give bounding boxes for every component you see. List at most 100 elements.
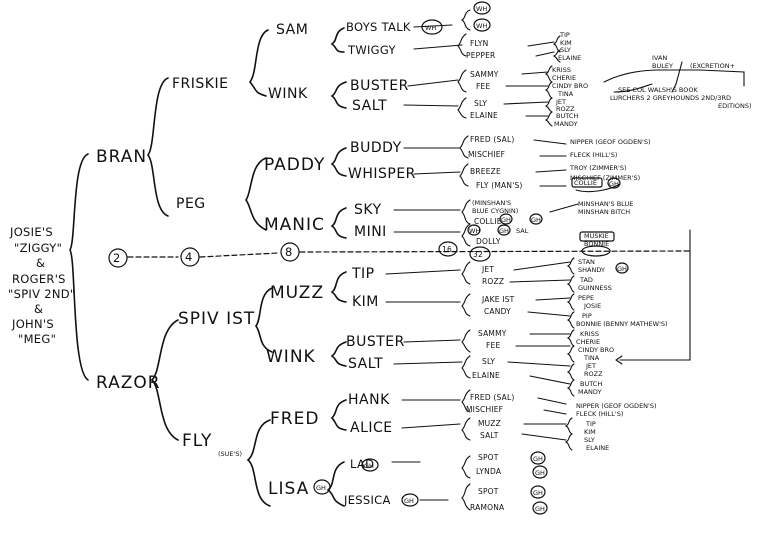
fly-owner-note: (SUE'S) [218,450,242,458]
dog-jessica: JESSICA [343,493,391,507]
dog-butch-lower: BUTCH [580,380,602,388]
dog-wink: WINK [268,86,308,102]
dog-mischief: MISCHIEF [468,150,505,159]
badge-collie: COLLIE [574,179,597,187]
dog-sky: SKY [354,202,382,218]
dog-elaine-lower-6: ELAINE [586,444,609,452]
note-see-col: SEE COL WALSH'S BOOK [618,86,698,94]
dog-salt-5: SALT [480,431,499,440]
generation-2: FRISKIE PEG SPIV IST FLY (SUE'S) [172,76,254,458]
dog-cherie-lower: CHERIE [576,338,600,346]
dog-manic: MANIC [264,215,325,235]
dog-jake-ist: JAKE IST [481,295,515,304]
dog-mischief-lower: MISCHIEF [466,405,503,414]
badge-wh-boys-talk: WH [425,24,436,32]
dog-fly-mans: FLY (MAN'S) [476,181,523,190]
dog-jet: JET [481,265,494,274]
dog-bran: BRAN [96,147,147,167]
dog-paddy: PADDY [264,155,325,175]
dog-rozz-6: ROZZ [556,105,575,113]
generation-3: SAM WINK PADDY MANIC MUZZ WINK FRED LISA [264,22,325,499]
dog-fred-sal: FRED (SAL) [470,135,514,144]
dog-cindy-bro-lower: CINDY BRO [578,346,614,354]
generation-1: BRAN RAZOR [96,147,161,393]
gen-marker-16: 16 [442,245,452,254]
dog-bonnie-benny: BONNIE (BENNY MATHEW'S) [576,320,668,328]
dog-sam: SAM [276,22,308,38]
dog-tip: TIP [351,266,375,282]
dog-fleck-lower: FLECK (HILL'S) [576,410,623,418]
dog-whisper: WHISPER [348,166,416,182]
dog-fleck: FLECK (HILL'S) [570,151,617,159]
dog-kim: KIM [352,294,379,310]
dog-salt: SALT [352,98,387,114]
dog-tina: TINA [557,90,574,98]
badge-gh-ramona: GH [535,505,545,513]
badge-gh-shandy: GH [617,265,627,273]
dog-fee: FEE [476,82,490,91]
badge-gh-jessica: GH [404,497,414,505]
dog-jet-6: JET [555,98,566,106]
dog-stan: STAN [578,258,595,266]
badge-gh-collie: GH [609,180,619,188]
dog-tina-lower: TINA [583,354,600,362]
dog-wink-lower: WINK [266,347,316,367]
dog-rozz: ROZZ [482,277,504,286]
dog-friskie: FRISKIE [172,76,228,92]
dog-troy: TROY (ZIMMER'S) [569,164,626,172]
generation-6: TIP KIM SLY ELAINE KRISS CHERIE CINDY BR… [552,31,668,452]
badge-wh-top: WH [476,5,487,13]
badge-gh-lad: GH [364,462,374,470]
dog-pip: PIP [582,312,592,320]
dog-pepper: PEPPER [466,51,495,60]
dog-cindy-bro: CINDY BRO [552,82,588,90]
generation-5: FLYN PEPPER SAMMY FEE SLY ELAINE FRED (S… [466,39,523,512]
dog-breeze: BREEZE [470,167,501,176]
root-line-3: & [36,256,45,270]
dog-fly: FLY [182,431,212,451]
badge-wh-mid: WH [476,22,487,30]
dog-butch: BUTCH [556,112,578,120]
dog-josie: JOSIE [583,302,601,310]
badge-gh-lynda: GH [535,469,545,477]
dog-kim-6: KIM [560,39,572,47]
dog-lisa: LISA [268,479,309,499]
generation-4: BOYS TALK TWIGGY BUSTER SALT BUDDY WHISP… [343,20,416,507]
dog-elaine: ELAINE [470,111,498,120]
dog-shandy: SHANDY [578,266,605,274]
dog-mandy-lower: MANDY [578,388,602,396]
dog-sammy-lower: SAMMY [478,329,507,338]
root-line-5: "SPIV 2ND" [8,287,76,301]
badge-wh-mini: WH [469,227,480,235]
dog-boys-talk: BOYS TALK [346,20,411,34]
dog-ramona: RAMONA [470,503,505,512]
dog-elaine-lower: ELAINE [472,371,500,380]
note-ivan: IVAN [652,54,667,62]
dog-fee-lower: FEE [486,341,500,350]
dog-muskie: MUSKIE [584,232,609,240]
dog-nipper-lower: NIPPER (GEOF OGDEN'S) [576,402,657,410]
dog-fred-sal-lower: FRED (SAL) [470,393,514,402]
dog-dolly: DOLLY [476,237,501,246]
dog-razor: RAZOR [96,373,161,393]
dog-minshans-blue: (MINSHAN'S [472,199,511,207]
dog-kriss: KRISS [552,66,571,74]
root-line-4: ROGER'S [12,272,66,286]
badge-gh-spot-lower: GH [533,489,543,497]
dog-spot-lower: SPOT [478,487,499,496]
dog-salt-lower: SALT [348,356,383,372]
note-excretion: (EXCRETION+ [690,62,735,70]
note-buley: BULEY [652,62,673,70]
dog-elaine-6: ELAINE [558,54,581,62]
dog-sly-lower-6: SLY [584,436,595,444]
root-line-6: & [34,302,43,316]
dog-jet-lower: JET [585,362,596,370]
dog-tip-lower: TIP [585,420,596,428]
dog-mischief-6: MISCHIEF (ZIMMER'S) [570,174,640,182]
dog-sly-lower: SLY [482,357,495,366]
gen-marker-8: 8 [285,245,293,259]
dog-kriss-lower: KRISS [580,330,599,338]
badge-gh-collie-5b: GH [531,216,541,224]
dog-bonnie: BONNIE [584,240,609,248]
